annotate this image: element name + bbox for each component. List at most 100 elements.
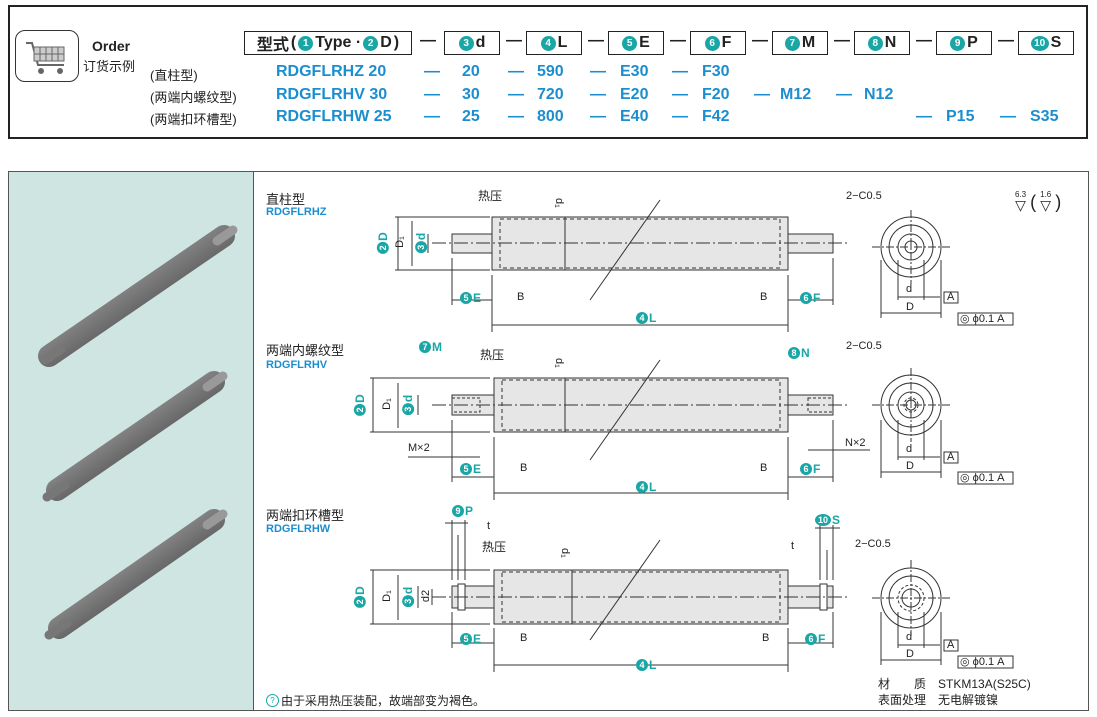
example-L: 800 [537, 108, 564, 125]
format-d: d [475, 34, 486, 51]
badge-4: 4 [636, 659, 648, 671]
runout-tolerance: ◎ ϕ0.1 A [960, 472, 1005, 484]
t-label: t [791, 540, 795, 552]
section-title-tapped: 两端内螺纹型 [266, 343, 345, 358]
example-F: F42 [702, 108, 730, 125]
dash: — [420, 32, 436, 49]
B-label: B [517, 291, 525, 303]
badge-2: 2 [353, 595, 366, 608]
badge-7: 7 [784, 35, 800, 51]
runout-tolerance: ◎ ϕ0.1 A [960, 313, 1005, 325]
dash: — [590, 86, 606, 103]
note-text: 由于采用热压装配，故端部变为褐色。 [281, 694, 486, 708]
dash: — [670, 32, 686, 49]
Nx2-label: N×2 [845, 437, 866, 449]
badge-3: 3 [402, 595, 415, 608]
dash: — [672, 63, 688, 80]
end-D-label: D [906, 460, 914, 472]
example-F: F20 [702, 86, 730, 103]
badge-10: 10 [1030, 35, 1049, 51]
dim-F: F [813, 462, 821, 476]
dash: — [424, 108, 440, 125]
datum-A: A [947, 451, 955, 463]
material-spec: 材 质 STKM13A(S25C) 表面处理 无电解镀镍 [878, 676, 1031, 708]
material-label: 材 质 [878, 677, 927, 691]
dim-E: E [473, 632, 482, 646]
break-line [589, 199, 661, 301]
B-label: B [760, 291, 768, 303]
format-P: P [967, 34, 978, 51]
section-code-retaining-ring: RDGFLRHW [266, 523, 331, 535]
dim-D: D [352, 586, 367, 595]
example-N: N12 [864, 86, 894, 103]
badge-4: 4 [540, 35, 556, 51]
D1-label: D₁ [380, 398, 393, 410]
example-S: S35 [1030, 108, 1059, 125]
badge-4: 4 [636, 312, 648, 324]
example-L: 720 [537, 86, 564, 103]
B-label: B [762, 632, 770, 644]
example-label: (直柱型) [150, 68, 198, 83]
roughness-symbol: 1.6▽ [1040, 190, 1052, 213]
d2-label: d2 [420, 589, 433, 603]
dim-S: S [832, 513, 841, 527]
roller-shaft-2 [42, 371, 228, 502]
dash: — [672, 86, 688, 103]
dash: — [508, 86, 524, 103]
dim-F: F [813, 291, 821, 305]
datum-ref: A [997, 656, 1005, 668]
dash: — [588, 32, 604, 49]
runout-value: ϕ0.1 [972, 472, 995, 484]
order-title: Order [92, 38, 131, 54]
badge-3: 3 [458, 35, 474, 51]
format-M: M [801, 34, 816, 51]
d1-label: d₁ [559, 548, 571, 558]
info-icon: ? [266, 694, 279, 707]
D1-label: D₁ [380, 590, 393, 602]
shopping-cart-icon[interactable] [15, 30, 79, 82]
break-line [589, 359, 661, 461]
datum-A: A [947, 291, 955, 303]
dash: — [1000, 108, 1016, 125]
end-D-label: D [906, 301, 914, 313]
dim-N: N [801, 346, 810, 360]
dash: — [836, 86, 852, 103]
datum-A: A [947, 639, 955, 651]
badge-9: 9 [452, 505, 464, 517]
d1-label: d₁ [553, 198, 565, 208]
dash: — [916, 108, 932, 125]
format-S: S [1050, 34, 1062, 51]
example-P: P15 [946, 108, 975, 125]
roller-shaft-image [38, 225, 238, 640]
roller-shaft-3 [44, 509, 228, 640]
example-E: E30 [620, 63, 649, 80]
dash: — [506, 32, 522, 49]
dim-E: E [473, 462, 482, 476]
dim-D: D [352, 394, 367, 403]
D1-label: D₁ [393, 236, 406, 248]
dim-M: M [432, 340, 442, 354]
dim-d: d [414, 232, 429, 241]
badge-8: 8 [867, 35, 883, 51]
roughness-value: 1.6 [1040, 190, 1052, 199]
section-title-straight: 直柱型 [266, 192, 306, 207]
format-N: N [884, 34, 897, 51]
badge-5: 5 [460, 292, 472, 304]
dash: — [508, 63, 524, 80]
break-line [589, 539, 661, 641]
badge-5: 5 [460, 633, 472, 645]
dim-L: L [649, 311, 657, 325]
